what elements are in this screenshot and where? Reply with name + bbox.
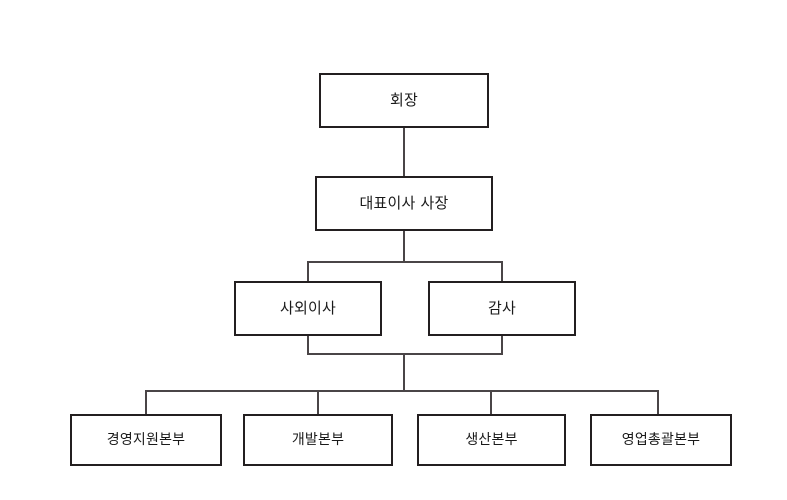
org-node-management-support[interactable]: 경영지원본부 [70, 414, 222, 466]
org-node-production-label: 생산본부 [465, 432, 518, 448]
org-node-auditor-label: 감사 [487, 299, 516, 317]
connector-auditor-riser [501, 336, 503, 355]
org-node-ceo[interactable]: 대표이사 사장 [315, 176, 493, 231]
connector-to-auditor [501, 261, 503, 281]
org-node-ceo-label: 대표이사 사장 [359, 194, 449, 212]
connector-level3-distribution-bar [307, 261, 503, 263]
org-node-development[interactable]: 개발본부 [243, 414, 393, 466]
connector-to-production [490, 390, 492, 414]
org-node-production[interactable]: 생산본부 [417, 414, 566, 466]
org-node-auditor[interactable]: 감사 [428, 281, 576, 336]
connector-ceo-trunk [403, 231, 405, 263]
org-node-chairman-label: 회장 [389, 91, 418, 109]
connector-chairman-to-ceo [403, 128, 405, 176]
connector-to-outside-director [307, 261, 309, 281]
connector-level4-distribution-bar [145, 390, 658, 392]
connector-level3-merge-bar [307, 353, 503, 355]
connector-to-development [317, 390, 319, 414]
connector-to-sales-general [657, 390, 659, 414]
org-node-sales-general-label: 영업총괄본부 [621, 432, 701, 448]
org-node-management-support-label: 경영지원본부 [106, 432, 186, 448]
connector-level4-trunk [403, 353, 405, 392]
connector-outside-director-riser [307, 336, 309, 355]
org-node-chairman[interactable]: 회장 [319, 73, 489, 128]
connector-to-management-support [145, 390, 147, 414]
org-node-sales-general[interactable]: 영업총괄본부 [590, 414, 732, 466]
org-node-outside-director-label: 사외이사 [279, 299, 336, 317]
org-node-development-label: 개발본부 [291, 432, 345, 448]
org-node-outside-director[interactable]: 사외이사 [234, 281, 382, 336]
